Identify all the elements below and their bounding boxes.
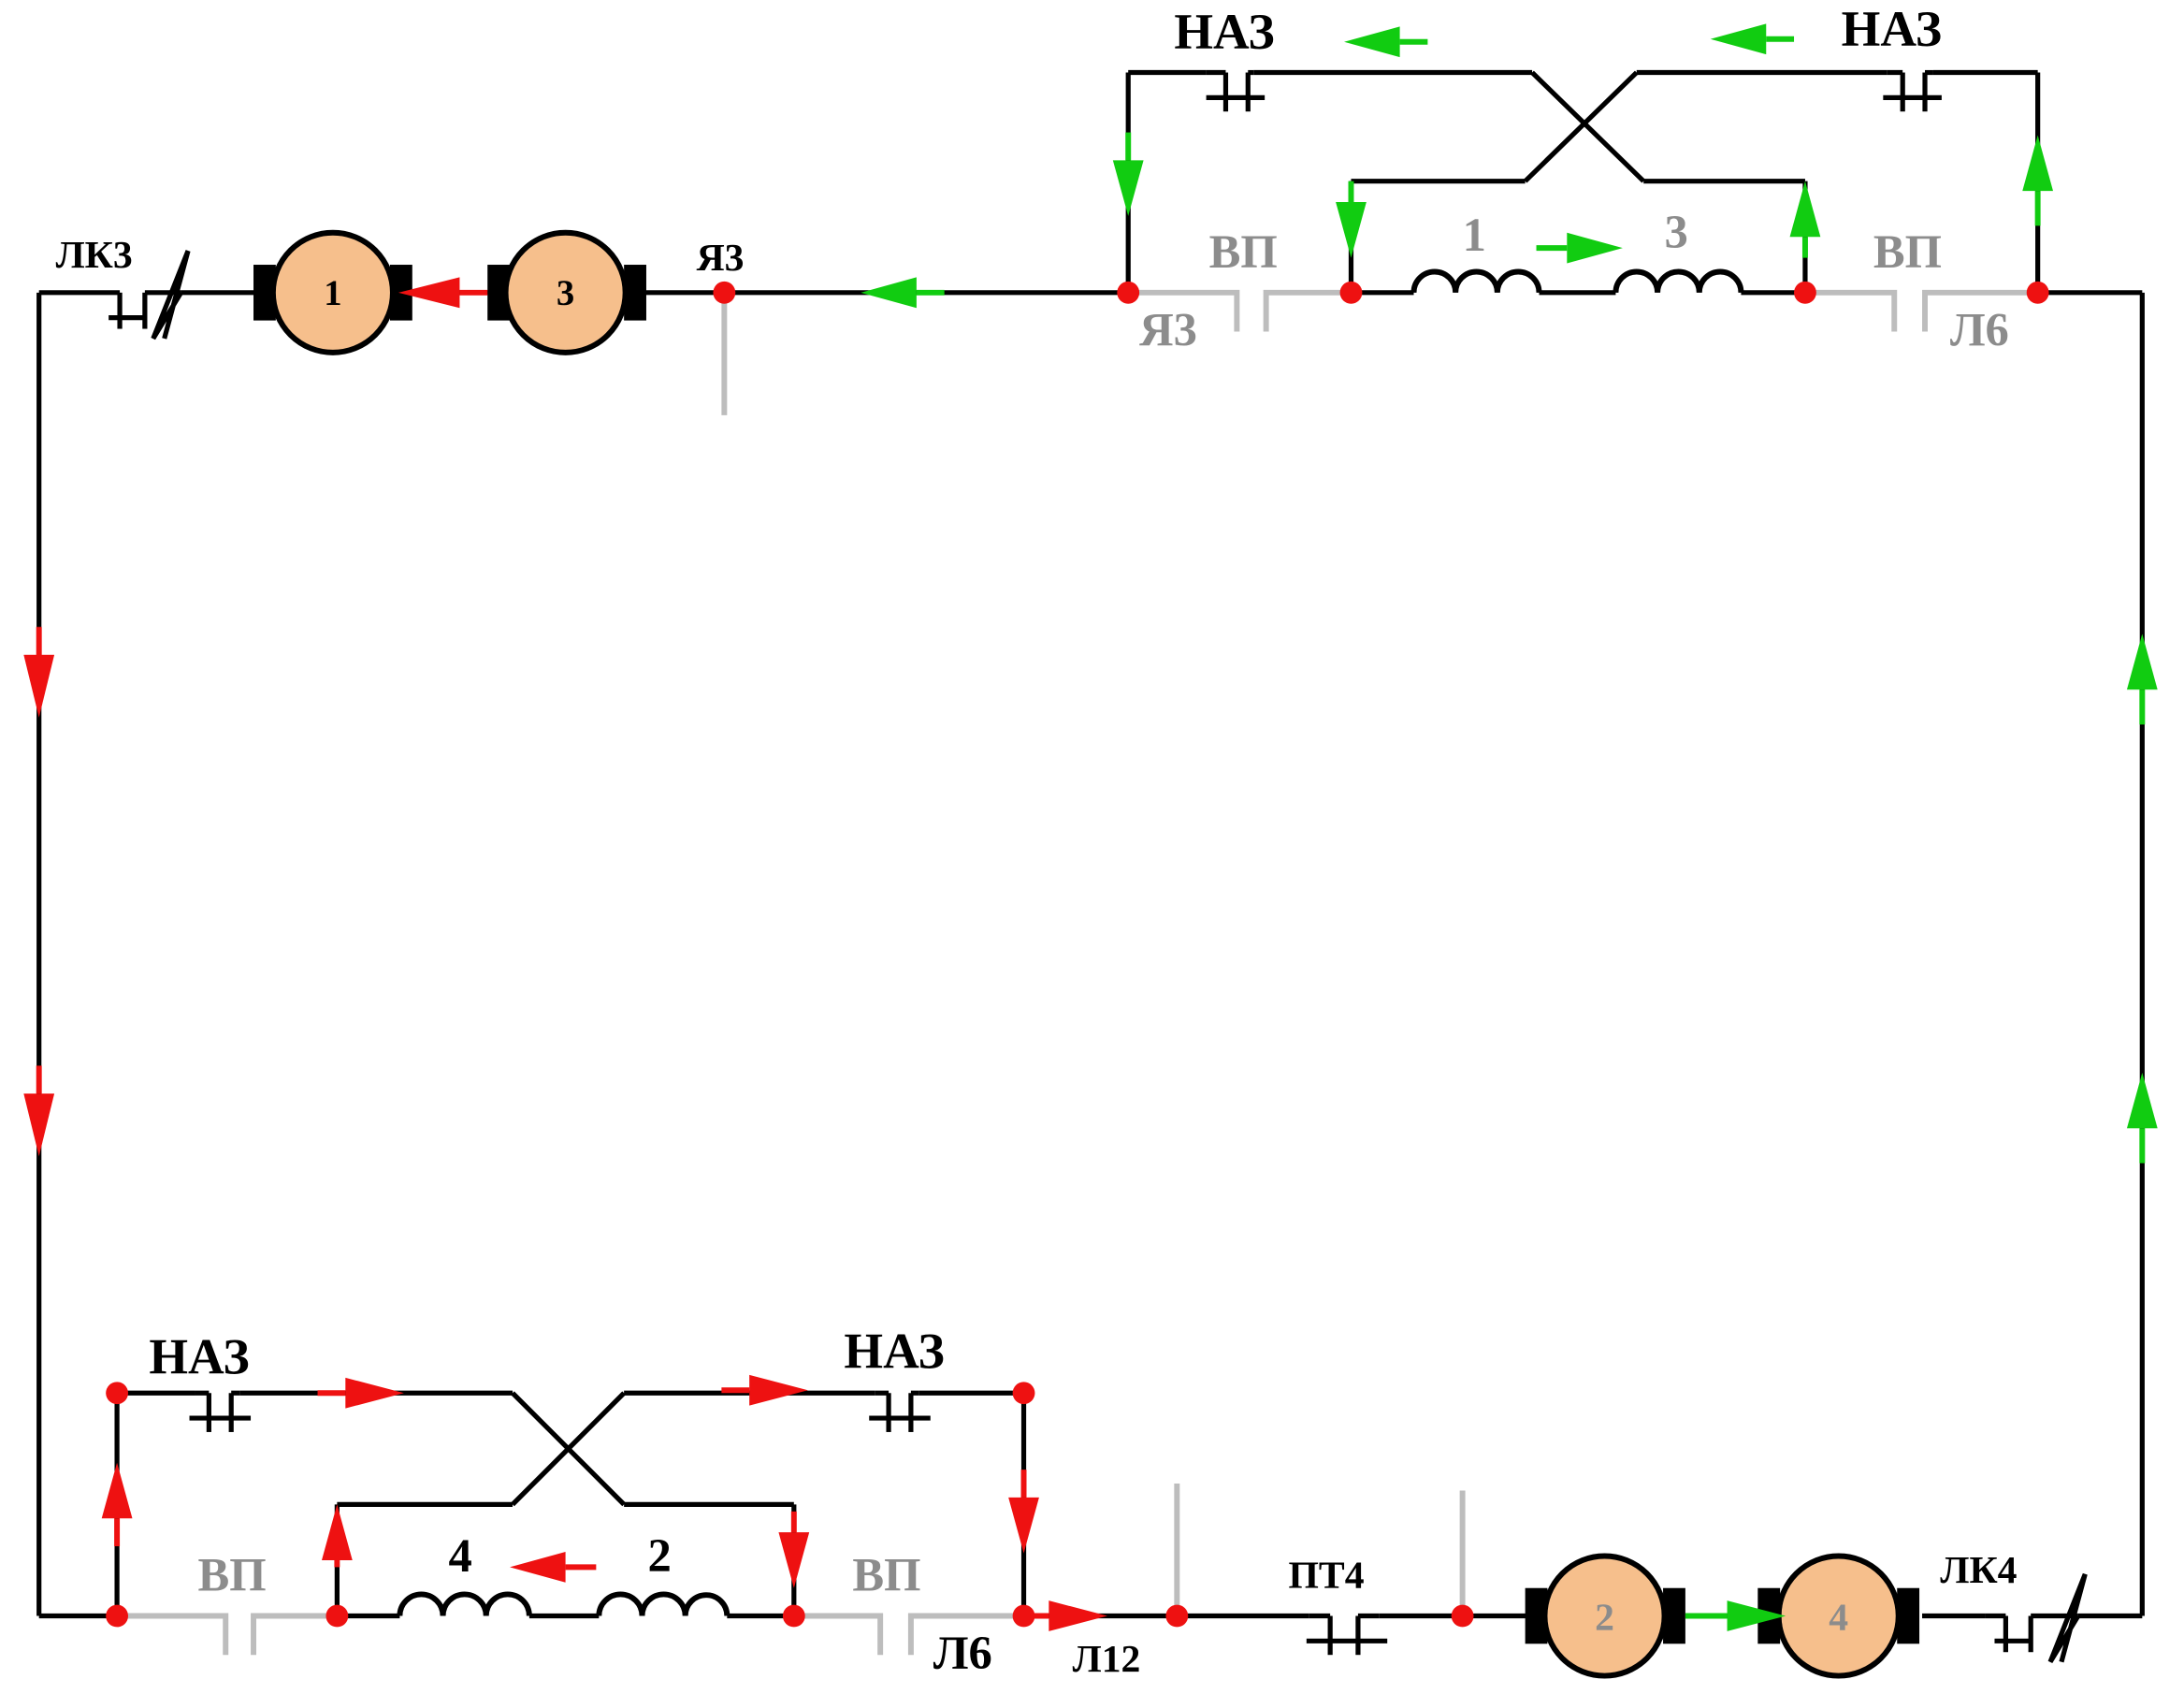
contact-lk4 [1985,1572,2088,1664]
motor-1: 1 [253,229,412,355]
label-pt4: ПТ4 [1288,1555,1364,1598]
main-wires [36,69,2145,1619]
label-lk4: ЛК4 [1940,1549,2017,1592]
label-lk3: ЛК3 [56,234,133,277]
contact-lk3 [108,250,191,340]
label-field-4: 4 [449,1529,472,1582]
label-naz-bottom-right: НАЗ [844,1323,944,1379]
labels: ЛК3 Я3 Я3 НАЗ НАЗ ВП ВП Л6 1 3 НАЗ НАЗ В… [56,1,2018,1681]
motor-1-label: 1 [324,274,341,313]
motor-2: 2 [1525,1553,1685,1679]
motor-3-label: 3 [557,274,574,313]
current-arrows-green [861,23,2158,1631]
contact-pt4 [1306,1613,1388,1656]
label-vp-bottom-1: ВП [197,1549,266,1601]
label-naz-bottom-left: НАЗ [149,1328,249,1384]
label-field-1: 1 [1463,209,1486,261]
label-naz-top-left: НАЗ [1174,4,1274,60]
label-l6-bottom: Л6 [933,1627,992,1679]
motor-4-label: 4 [1829,1596,1848,1639]
label-ya3-top: Я3 [697,237,745,280]
label-field-2: 2 [647,1529,671,1582]
label-l12: Л12 [1073,1638,1141,1681]
label-vp-top-2: ВП [1873,225,1942,278]
label-l6-top: Л6 [1950,303,2009,355]
label-naz-top-right: НАЗ [1842,1,1942,57]
nodes [106,281,2049,1628]
field-coils [397,268,1744,1616]
current-arrows-red [23,277,1107,1631]
contacts-naz [189,69,1942,1432]
reverser-contacts-inactive [117,289,2038,1656]
label-vp-bottom-2: ВП [852,1549,920,1601]
motor-2-label: 2 [1595,1596,1614,1639]
motor-3: 3 [487,229,646,355]
label-ya3-gray: Я3 [1139,303,1197,355]
label-vp-top-1: ВП [1209,225,1278,278]
label-field-3: 3 [1665,206,1688,258]
